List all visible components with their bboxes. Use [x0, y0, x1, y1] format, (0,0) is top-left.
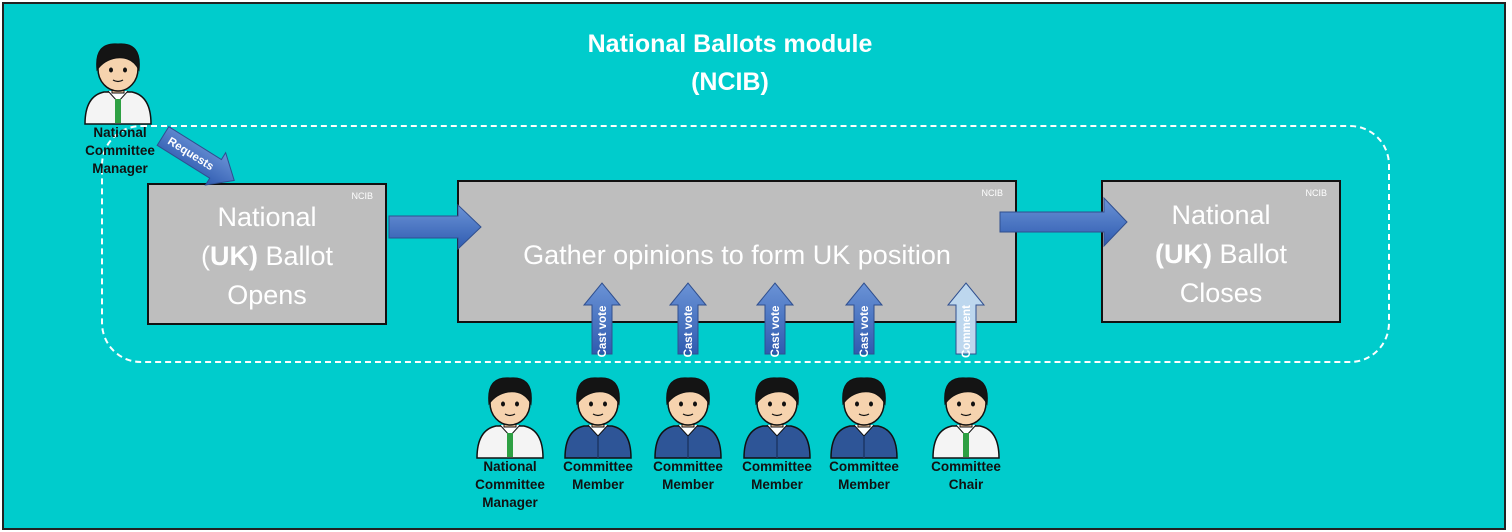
actor-caption-line2: Chair [948, 477, 984, 492]
module-boundary [101, 125, 1390, 363]
top-actor-caption: National Committee Manager [78, 124, 162, 178]
ballot-opens-line2: (UK) Ballot [200, 241, 334, 271]
actor-caption-line2: Member [662, 477, 714, 492]
person-icon [654, 377, 722, 459]
ncib-tag: NCIB [1305, 188, 1327, 198]
ballot-closes-line1: National [1171, 200, 1271, 230]
vote-arrow-label: Cast vote [683, 306, 695, 358]
actor-caption-line1: Committee [563, 459, 633, 474]
gather-opinions-text: Gather opinions to form UK position [523, 240, 951, 270]
person-icon [564, 377, 632, 459]
actor-caption-line1: Committee [653, 459, 723, 474]
actor-caption-line1: Committee [829, 459, 899, 474]
top-actor-line2: Committee [85, 143, 155, 158]
gather-opinions-box: NCIB Gather opinions to form UK position [457, 180, 1017, 323]
actor-caption-line2: Member [751, 477, 803, 492]
ballot-opens-line3: Opens [227, 280, 307, 310]
person-icon [743, 377, 811, 459]
person-icon [830, 377, 898, 459]
ncib-tag: NCIB [981, 188, 1003, 198]
flow-arrow-right [388, 203, 482, 251]
actor-caption-line1: Committee [931, 459, 1001, 474]
actor-caption-line2: Member [838, 477, 890, 492]
person-icon [84, 43, 152, 125]
cast-vote-arrow: Cast vote [582, 282, 622, 358]
ballot-opens-box: NCIB National (UK) Ballot Opens [147, 183, 387, 325]
ballot-closes-line3: Closes [1179, 278, 1263, 308]
vote-arrow-label: Cast vote [859, 306, 871, 358]
actor-caption-line3: Manager [482, 495, 538, 510]
requests-arrow: Requests [156, 125, 235, 186]
vote-arrow-label: Cast vote [770, 306, 782, 358]
top-actor-line3: Manager [92, 161, 148, 176]
flow-arrow-right [999, 196, 1128, 248]
ncib-tag: NCIB [351, 191, 373, 201]
cast-vote-arrow: Cast vote [755, 282, 795, 358]
ballot-closes-box: NCIB National (UK) Ballot Closes [1101, 180, 1341, 323]
title-line1: National Ballots module [587, 30, 873, 58]
cast-vote-arrow: Cast vote [844, 282, 884, 358]
vote-arrow-label: Comment [961, 305, 973, 358]
actor-caption-line2: Member [572, 477, 624, 492]
actor-caption-line1: National [483, 459, 537, 474]
actor-caption-line2: Committee [475, 477, 545, 492]
person-icon [476, 377, 544, 459]
cast-vote-arrow: Cast vote [668, 282, 708, 358]
title-line2: (NCIB) [691, 68, 769, 96]
comment-arrow: Comment [946, 282, 986, 358]
ballot-opens-line1: National [217, 202, 317, 232]
top-actor-line1: National [93, 125, 147, 140]
actor-caption-line1: Committee [742, 459, 812, 474]
person-icon [932, 377, 1000, 459]
vote-arrow-label: Cast vote [597, 306, 609, 358]
ballot-closes-line2: (UK) Ballot [1154, 239, 1288, 269]
